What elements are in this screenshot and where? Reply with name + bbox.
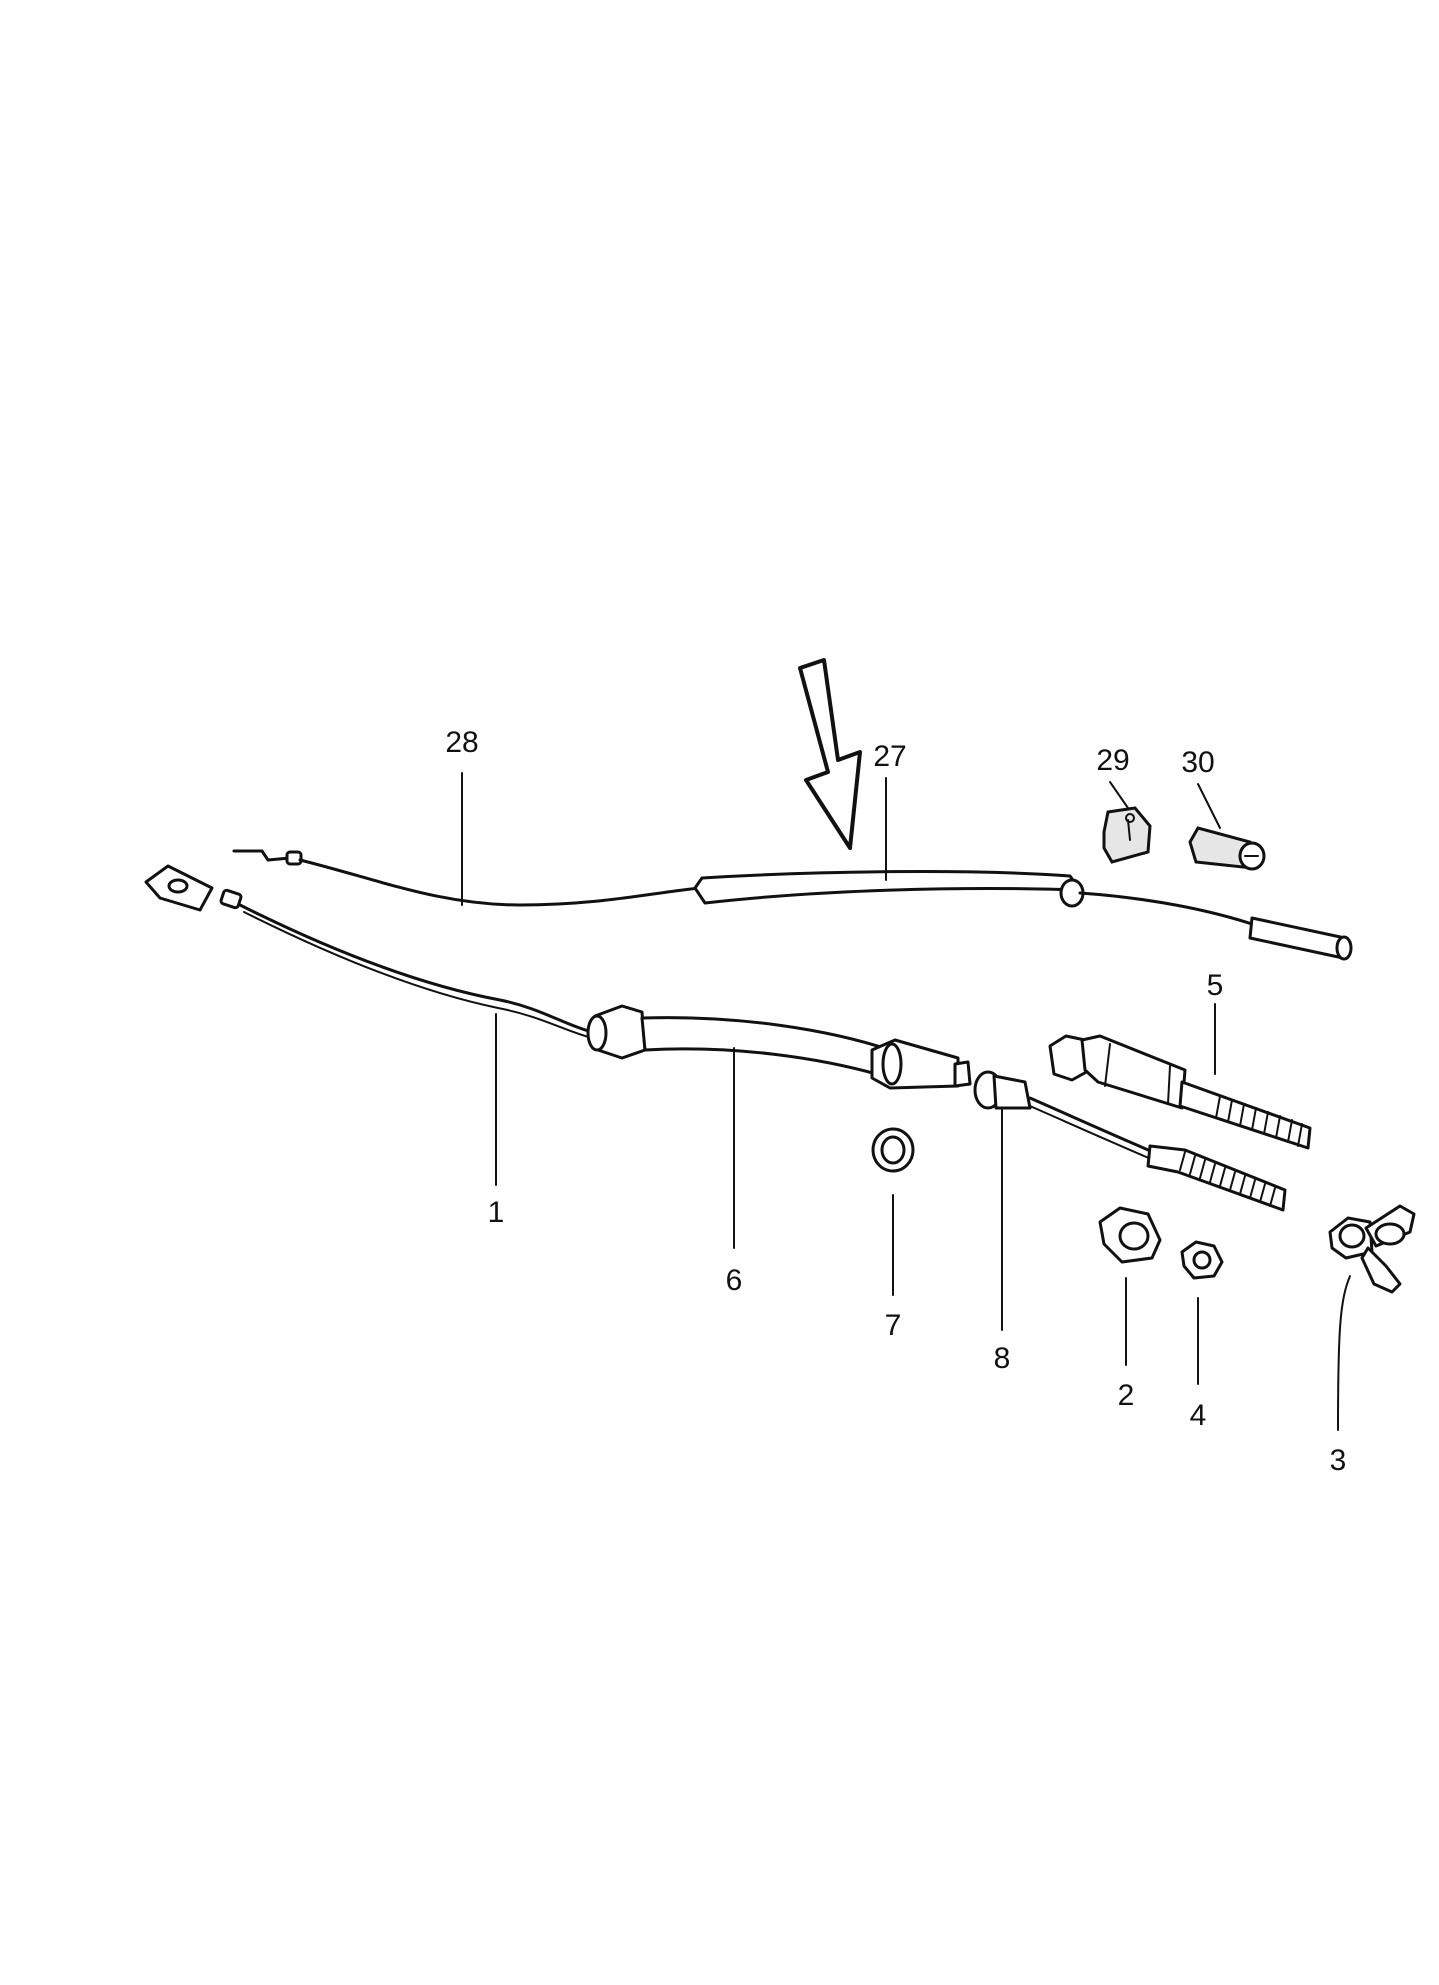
- sleeve-right-boot-end: [881, 1042, 903, 1086]
- upper-cylinder-cap: [1335, 935, 1353, 961]
- wing-nut-bore: [1374, 1222, 1406, 1246]
- upper-cable-hook-end: [232, 849, 292, 862]
- leader-30: [1197, 783, 1221, 829]
- callout-29: 29: [1096, 744, 1129, 777]
- upper-exit-cable: [1078, 891, 1257, 927]
- callout-7: 7: [885, 1309, 902, 1342]
- leader-29: [1109, 781, 1129, 809]
- callout-8: 8: [994, 1342, 1011, 1375]
- adjuster-sleeve-edges: [1104, 1043, 1171, 1105]
- lower-exit-cable: [1028, 1096, 1162, 1157]
- nut-4-hole: [1192, 1250, 1212, 1270]
- threaded-rod-threads: [1179, 1151, 1276, 1207]
- part-29-clamp: [1102, 806, 1152, 864]
- upper-inner-cable: [298, 858, 702, 907]
- lower-cable-ferrule: [219, 888, 243, 910]
- clamp-hole: [1125, 813, 1135, 823]
- part-5-adjuster: [1048, 1034, 1312, 1150]
- callout-3: 3: [1330, 1444, 1347, 1477]
- sleeve-left-boot-end: [586, 1014, 608, 1052]
- adjuster-threaded-rod: [1178, 1080, 1312, 1150]
- down-arrow-icon: [798, 658, 862, 850]
- callout-28: 28: [445, 726, 478, 759]
- leader-3: [1337, 1275, 1351, 1431]
- threaded-rod-body: [1146, 1144, 1287, 1212]
- part-2-nut: [1098, 1206, 1162, 1264]
- callout-27: 27: [873, 740, 906, 773]
- clamp-body: [1102, 806, 1152, 864]
- lower-exit-cable-edge: [1029, 1105, 1159, 1163]
- callout-1: 1: [488, 1196, 505, 1229]
- nut-2-hole: [1118, 1221, 1150, 1251]
- callout-6: 6: [726, 1264, 743, 1297]
- callout-5: 5: [1207, 969, 1224, 1002]
- sleeve-tip: [953, 1060, 972, 1088]
- part-7-washer: [871, 1127, 915, 1173]
- upper-outer-sleeve: [693, 870, 1082, 905]
- upper-cable-ferrule: [285, 850, 303, 866]
- wing-nut-hub: [1338, 1223, 1366, 1249]
- upper-cable-cylinder-end: [1248, 916, 1347, 960]
- part-4-nut: [1180, 1240, 1224, 1280]
- part-3-wing-nut: [1328, 1204, 1416, 1294]
- wing-nut-wing-lower: [1360, 1246, 1402, 1294]
- part-30-end-piece: [1188, 826, 1266, 871]
- callout-30: 30: [1181, 746, 1214, 779]
- clamp-slot: [1127, 819, 1131, 841]
- callout-2: 2: [1118, 1379, 1135, 1412]
- leader-lines: [461, 772, 1351, 1431]
- adjuster-threads: [1215, 1095, 1303, 1147]
- upper-cable-assembly: [232, 849, 1353, 961]
- lower-cable-assembly: [144, 864, 1287, 1212]
- attention-arrow: [798, 658, 862, 850]
- lower-inner-cable: [238, 903, 594, 1034]
- bushing-8-body: [992, 1074, 1032, 1110]
- washer-inner: [880, 1135, 906, 1165]
- lower-outer-sleeve: [640, 1016, 892, 1077]
- callout-labels: 28 27 29 30 5 1 6 7 8 2 4 3: [445, 726, 1346, 1477]
- lower-inner-cable-edge: [243, 911, 593, 1039]
- lower-eye-hole: [167, 878, 189, 894]
- callout-4: 4: [1190, 1399, 1207, 1432]
